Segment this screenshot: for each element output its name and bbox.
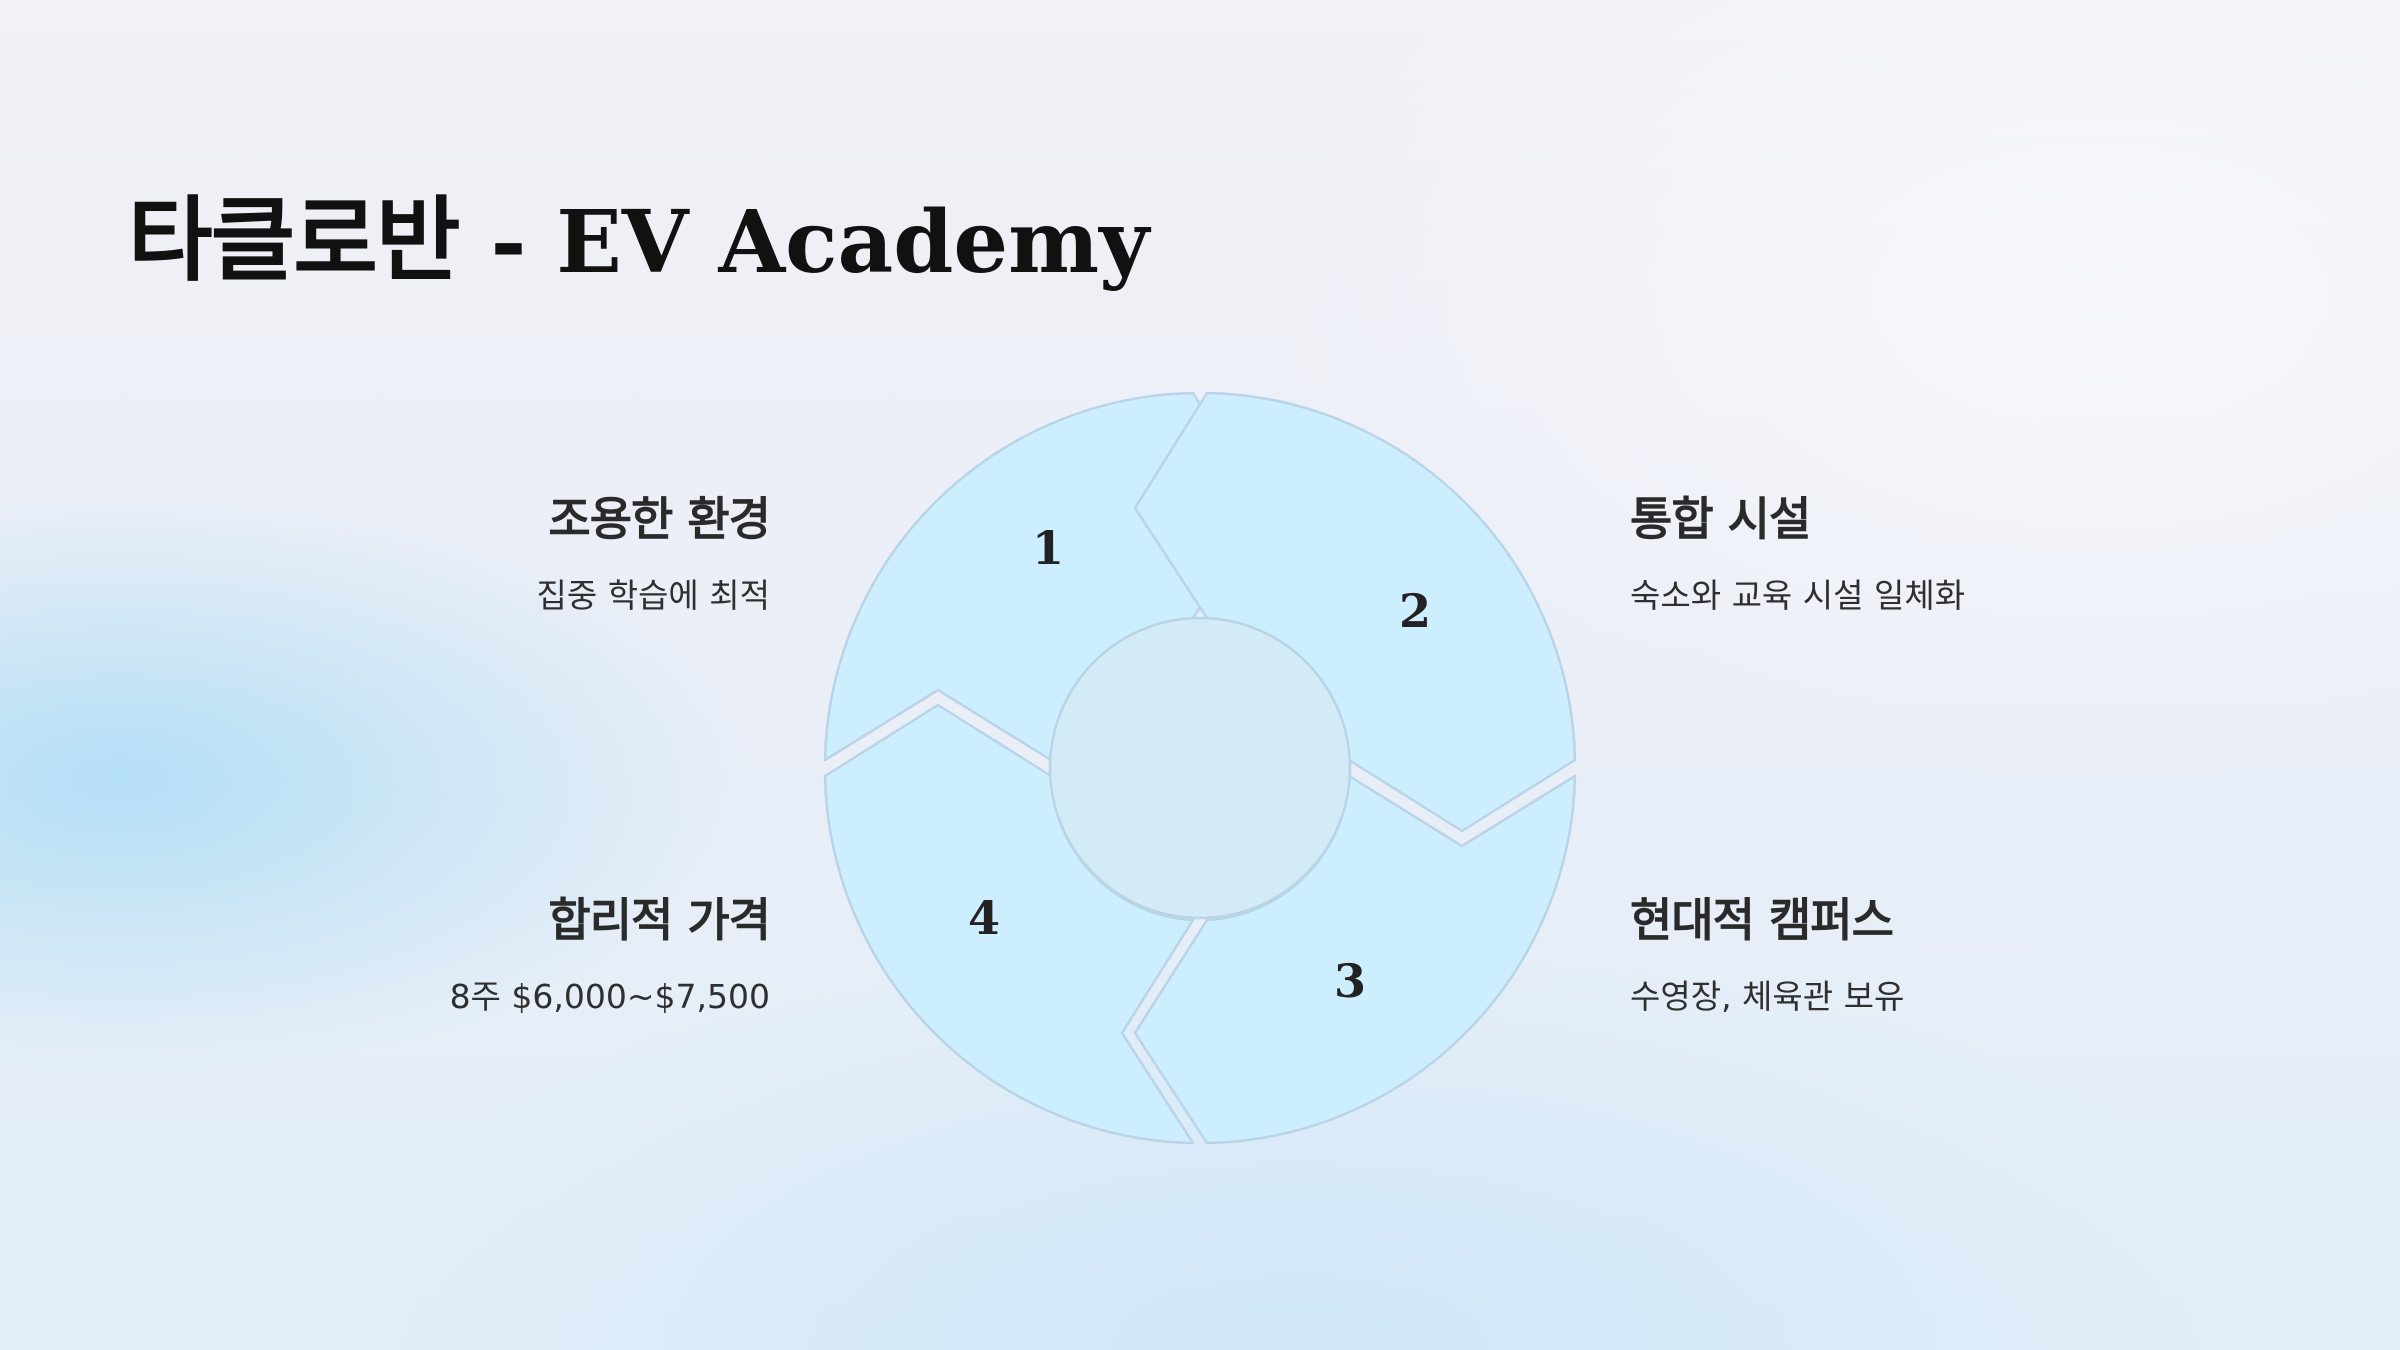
item-card-4: 합리적 가격 8주 $6,000~$7,500	[250, 893, 771, 1019]
item-text-4: 8주 $6,000~$7,500	[449, 977, 770, 1017]
cycle-numbers: 1 2 3 4	[968, 521, 1431, 1008]
item-heading-3: 현대적 캠퍼스	[1630, 893, 1894, 947]
item-card-1: 조용한 환경 집중 학습에 최적	[250, 492, 772, 618]
cycle-segment-4	[823, 703, 1195, 1145]
item-card-3: 현대적 캠퍼스 수영장, 체육관 보유	[1630, 893, 2150, 1019]
cycle-number-3: 3	[1334, 954, 1366, 1008]
item-heading-2: 통합 시설	[1630, 492, 1811, 546]
page-title-korean: 타클로반	[128, 187, 461, 294]
item-card-2: 통합 시설 숙소와 교육 시설 일체화	[1630, 492, 2150, 618]
item-text-2: 숙소와 교육 시설 일체화	[1630, 576, 1966, 616]
cycle-number-2: 2	[1399, 584, 1431, 638]
page-title: 타클로반 - EV Academy	[128, 190, 1149, 291]
item-heading-1: 조용한 환경	[548, 492, 771, 546]
cycle-center-hub	[1048, 616, 1352, 920]
item-text-1: 집중 학습에 최적	[536, 576, 771, 616]
cycle-segments	[823, 391, 1577, 1145]
item-heading-4: 합리적 가격	[548, 893, 771, 947]
page-title-english: - EV Academy	[490, 192, 1150, 293]
item-text-3: 수영장, 체육관 보유	[1630, 977, 1905, 1017]
cycle-number-1: 1	[1032, 521, 1064, 575]
cycle-number-4: 4	[968, 891, 1000, 945]
